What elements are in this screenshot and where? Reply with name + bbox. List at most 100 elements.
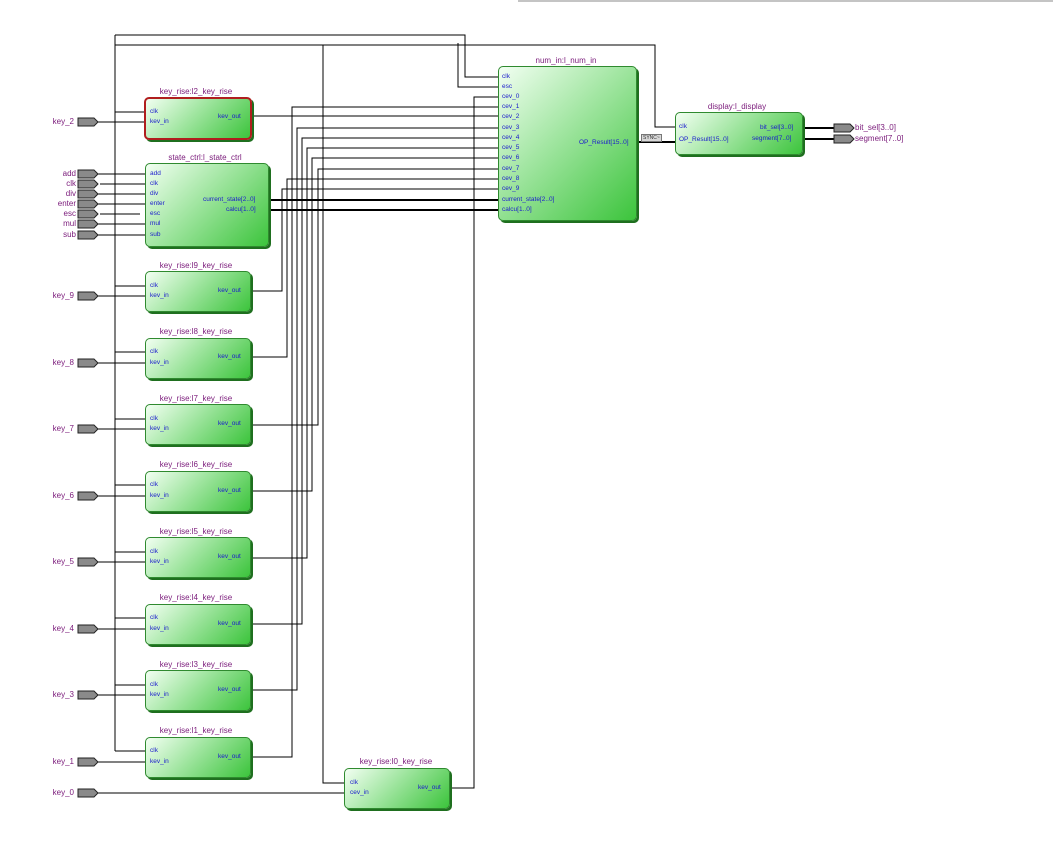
port-label-segment: segment[7..0] [855,134,904,143]
pin-bit_sel [833,123,855,133]
pin-label: clk [502,73,510,80]
pin-label: kev_out [418,784,441,791]
pin-label: cev_in [350,789,369,796]
module-state-ctrl[interactable] [145,163,269,247]
pin-label: OP_Result[15..0] [579,139,629,146]
pin-label: clk [150,614,158,621]
module-title-key2: key_rise:l2_key_rise [159,87,233,96]
module-title-key7: key_rise:l7_key_rise [159,394,233,403]
pin-key_4 [77,624,99,634]
pin-label: clk [150,481,158,488]
module-title-key5: key_rise:l5_key_rise [159,527,233,536]
pin-label: bit_sel[3..0] [760,124,794,131]
module-num-in[interactable] [498,66,637,221]
pin-label: clk [150,747,158,754]
port-label-enter: enter [57,199,76,208]
pin-label: kev_in [150,292,169,299]
pin-clk [77,179,99,189]
pin-label: kev_out [218,553,241,560]
pin-label: kev_in [150,558,169,565]
module-key3[interactable] [145,670,251,711]
pin-sub [77,230,99,240]
pin-segment [833,134,855,144]
pin-key_2 [77,117,99,127]
port-label-key_4: key_4 [52,624,74,633]
pin-key_7 [77,424,99,434]
module-title-key9: key_rise:l9_key_rise [159,261,233,270]
pin-label: clk [350,779,358,786]
port-label-key_3: key_3 [52,690,74,699]
pin-label: kev_in [150,425,169,432]
pin-add [77,169,99,179]
port-label-key_5: key_5 [52,557,74,566]
pin-label: clk [150,548,158,555]
pin-key_9 [77,291,99,301]
pin-label: cev_6 [502,154,520,161]
pin-key_3 [77,690,99,700]
pin-label: kev_out [218,487,241,494]
module-title-key1: key_rise:l1_key_rise [159,726,233,735]
port-label-key_9: key_9 [52,291,74,300]
pin-label: kev_out [218,753,241,760]
port-label-div: div [65,189,76,198]
pin-label: esc [502,83,513,90]
port-label-key_6: key_6 [52,491,74,500]
pin-label: kev_in [150,118,169,125]
port-label-clk: clk [66,179,76,188]
pin-label: cev_3 [502,124,520,131]
pin-label: calcu[1..0] [502,206,532,213]
port-label-key_1: key_1 [52,757,74,766]
module-key1[interactable] [145,737,251,778]
module-display[interactable] [675,112,803,155]
pin-label: clk [150,681,158,688]
module-title-key3: key_rise:l3_key_rise [159,660,233,669]
pin-label: kev_out [218,353,241,360]
module-key6[interactable] [145,471,251,512]
pin-label: cev_0 [502,93,520,100]
pin-label: clk [150,180,158,187]
port-label-bit_sel: bit_sel[3..0] [855,123,896,132]
port-label-key_7: key_7 [52,424,74,433]
module-title-display: display:l_display [707,102,767,111]
module-key8[interactable] [145,338,251,379]
pin-label: OP_Result[15..0] [679,136,729,143]
module-key4[interactable] [145,604,251,645]
port-label-esc: esc [63,209,76,218]
pin-label: current_state[2..0] [502,196,555,203]
module-title-key8: key_rise:l8_key_rise [159,327,233,336]
port-label-sub: sub [63,230,76,239]
bus-tag: SYNC~ [641,134,662,142]
port-label-mul: mul [63,219,76,228]
pin-label: kev_in [150,492,169,499]
pin-label: div [150,190,159,197]
pin-label: cev_9 [502,185,520,192]
pin-label: kev_in [150,758,169,765]
module-key9[interactable] [145,271,251,312]
pin-label: esc [150,210,161,217]
module-key0[interactable] [344,768,450,809]
pin-label: kev_out [218,620,241,627]
pin-mul [77,219,99,229]
pin-label: cev_2 [502,113,520,120]
pin-label: clk [150,282,158,289]
pin-esc [77,209,99,219]
module-key5[interactable] [145,537,251,578]
pin-div [77,189,99,199]
pin-label: current_state[2..0] [203,196,256,203]
module-key2[interactable] [144,97,252,140]
pin-label: kev_in [150,691,169,698]
pin-key_8 [77,358,99,368]
pin-key_5 [77,557,99,567]
pin-label: cev_1 [502,103,520,110]
module-title-key4: key_rise:l4_key_rise [159,593,233,602]
pin-enter [77,199,99,209]
port-label-add: add [62,169,76,178]
pin-label: add [150,170,161,177]
pin-label: clk [150,348,158,355]
pin-label: kev_out [218,686,241,693]
pin-label: cev_4 [502,134,520,141]
module-key7[interactable] [145,404,251,445]
module-title-key6: key_rise:l6_key_rise [159,460,233,469]
